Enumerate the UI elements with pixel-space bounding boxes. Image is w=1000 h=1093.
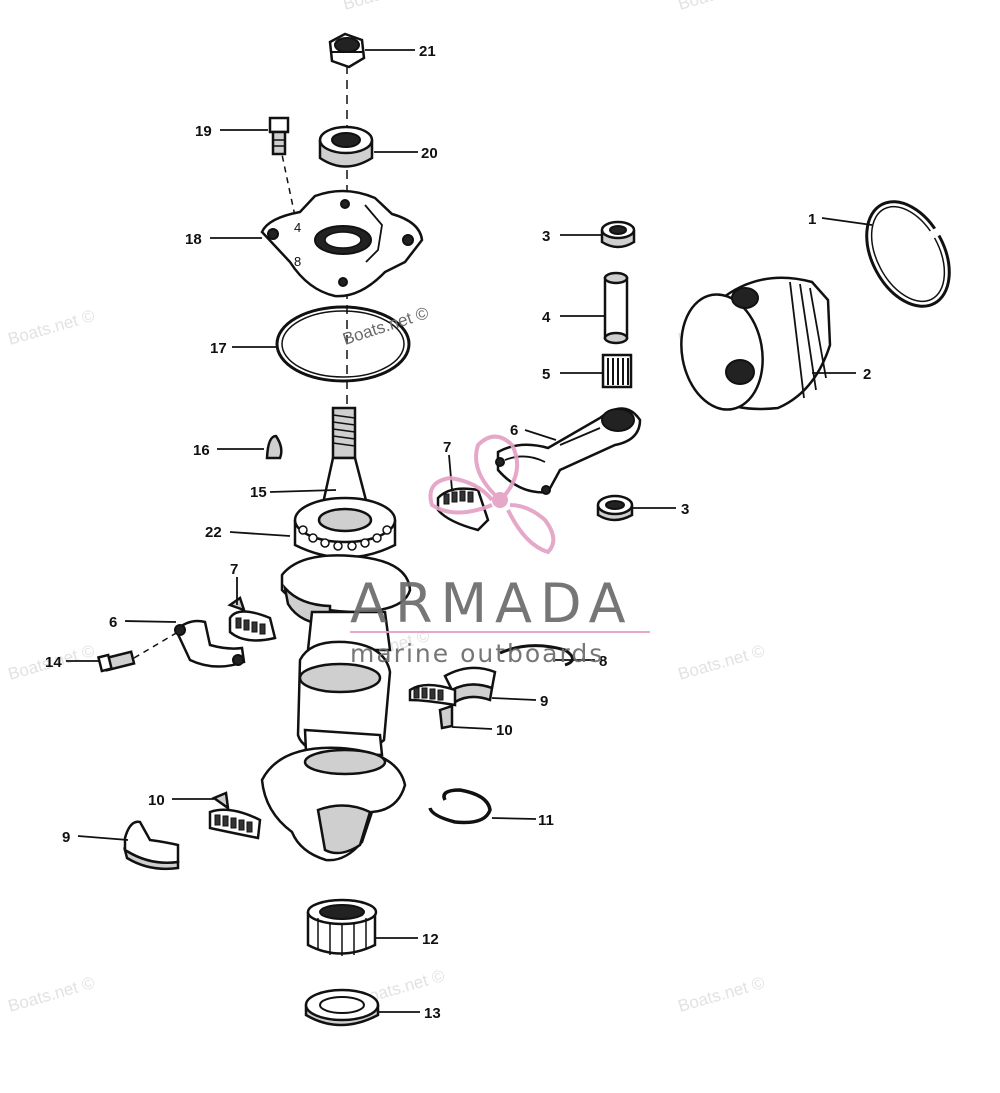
part-19-bolt xyxy=(268,116,290,156)
callout-12: 12 xyxy=(422,931,439,948)
part-15-crankshaft xyxy=(260,406,412,862)
leader-lines xyxy=(66,49,873,1013)
callout-6-left: 6 xyxy=(109,614,117,631)
watermark-top-center: Boats.net © xyxy=(341,0,432,14)
callout-labels: 21 19 20 18 1 3 4 17 5 2 16 6 7 15 3 22 … xyxy=(45,43,871,1022)
part-6-connecting-rod xyxy=(495,407,642,495)
callout-16: 16 xyxy=(193,442,210,459)
watermark-left-top: Boats.net © xyxy=(6,306,97,349)
watermark-overlay: Boats.net © xyxy=(340,303,431,349)
part-7-bearing-upper xyxy=(436,487,490,532)
part-18-end-cap: 4 8 xyxy=(260,189,424,298)
part-1-piston-ring xyxy=(865,200,951,308)
callout-3-top: 3 xyxy=(542,228,550,245)
screw-axis-line xyxy=(133,631,179,659)
callout-20: 20 xyxy=(421,145,438,162)
part-8-retaining-ring xyxy=(499,644,574,667)
part-16-key xyxy=(265,434,283,460)
callout-6-upper: 6 xyxy=(510,422,518,439)
part-21-nut xyxy=(328,32,366,69)
logo-tagline: marine outboards xyxy=(350,639,604,668)
callout-5: 5 xyxy=(542,366,550,383)
callout-21: 21 xyxy=(419,43,436,60)
part-11-retaining-ring xyxy=(428,788,492,825)
callout-1: 1 xyxy=(808,211,816,228)
callout-15: 15 xyxy=(250,484,267,501)
callout-19: 19 xyxy=(195,123,212,140)
callout-8: 8 xyxy=(599,653,607,670)
callout-9-right: 9 xyxy=(540,693,548,710)
part-9-race-right xyxy=(443,666,497,704)
callout-2: 2 xyxy=(863,366,871,383)
callout-17: 17 xyxy=(210,340,227,357)
callout-13: 13 xyxy=(424,1005,441,1022)
callout-14: 14 xyxy=(45,654,62,671)
armada-logo: ARMADA marine outboards xyxy=(350,434,650,668)
part-13-washer xyxy=(304,988,380,1027)
part-5-needle-bearing xyxy=(601,353,633,389)
logo-brand: ARMADA xyxy=(350,572,634,635)
part-6-rod-cap xyxy=(174,619,246,668)
part-14-screw xyxy=(96,650,136,673)
part-10-cage-left xyxy=(208,791,262,840)
part-20-seal xyxy=(318,125,374,168)
watermark-top-right: Boats.net © xyxy=(676,0,767,14)
part-17-o-ring xyxy=(275,305,411,383)
callout-10-left: 10 xyxy=(148,792,165,809)
propeller-icon xyxy=(428,434,556,555)
watermark-left-bottom: Boats.net © xyxy=(6,973,97,1016)
svg-text:8: 8 xyxy=(294,254,301,269)
callout-7-upper: 7 xyxy=(443,439,451,456)
part-2-piston xyxy=(680,276,832,411)
watermark-right-mid: Boats.net © xyxy=(676,641,767,684)
part-4-wrist-pin xyxy=(603,271,629,345)
callout-9-left: 9 xyxy=(62,829,70,846)
callout-4: 4 xyxy=(542,309,551,326)
callout-10-right: 10 xyxy=(496,722,513,739)
part-10-cage-right xyxy=(408,683,457,730)
callout-7-left: 7 xyxy=(230,561,238,578)
part-9-race-left xyxy=(123,820,180,871)
part-3-washer-top xyxy=(600,220,636,249)
part-3-washer-bottom xyxy=(596,494,634,522)
watermark-right-bottom: Boats.net © xyxy=(676,973,767,1016)
callout-11: 11 xyxy=(538,812,554,829)
callout-18: 18 xyxy=(185,231,202,248)
callout-22: 22 xyxy=(205,524,222,541)
svg-text:4: 4 xyxy=(294,220,301,235)
part-12-roller-bearing xyxy=(306,898,378,956)
callout-3-bottom: 3 xyxy=(681,501,689,518)
